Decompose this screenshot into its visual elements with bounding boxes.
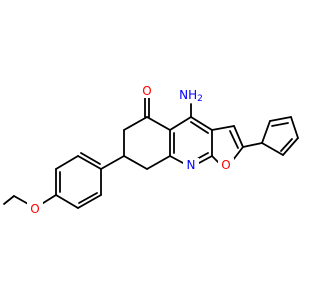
- bond-ring-e: [146, 116, 171, 131]
- bond-ethyl: [3, 195, 15, 205]
- bond-furan-phenyl: [242, 142, 263, 148]
- furan-oxygen-label: O: [221, 158, 230, 172]
- bonds: [3, 95, 299, 209]
- bond-ar-4: [55, 194, 79, 209]
- structure-diagram: O NH2 N O O: [3, 84, 299, 216]
- bond-furan-2b: [229, 130, 239, 149]
- bond-py-5b: [190, 121, 209, 134]
- pyridine-nitrogen-label: N: [187, 158, 196, 172]
- ketone-oxygen-label: O: [142, 84, 151, 98]
- bond-ar-2: [55, 155, 79, 170]
- bond-py-2: [169, 155, 184, 164]
- bond-ph-4: [282, 137, 299, 156]
- ether-oxygen-label: O: [30, 202, 39, 216]
- bond-py-3: [198, 155, 213, 164]
- molecule-canvas: O NH2 N O O: [3, 84, 299, 216]
- amino-label: NH2: [179, 88, 203, 104]
- amino-nh: NH: [179, 88, 197, 102]
- bond-furan-2: [233, 125, 244, 148]
- bond-furan-3: [232, 146, 244, 161]
- bond-py-6: [169, 116, 192, 131]
- bond-ar-1: [77, 155, 102, 170]
- bond-ar-5b: [78, 192, 98, 204]
- bond-ar-1b: [80, 152, 101, 165]
- bond-ph-1: [261, 120, 271, 144]
- bond-ph-5: [261, 142, 284, 156]
- bond-ring-d: [146, 155, 171, 170]
- bond-ph-3: [290, 116, 299, 139]
- bond-furan-4: [211, 155, 220, 164]
- bond-ph-2b: [271, 122, 289, 127]
- bond-ph-2: [269, 116, 292, 122]
- bond-ph-4b: [280, 138, 293, 152]
- bond-ring-a: [123, 116, 148, 131]
- bond-ar-5: [77, 194, 102, 209]
- bond-ring-c: [123, 155, 148, 170]
- bond-py-5: [190, 116, 213, 131]
- amino-subscript: 2: [197, 94, 203, 104]
- atom-labels: O NH2 N O O: [27, 84, 234, 216]
- bond-furan-1: [211, 125, 235, 131]
- bond-ring-aryl: [100, 155, 125, 170]
